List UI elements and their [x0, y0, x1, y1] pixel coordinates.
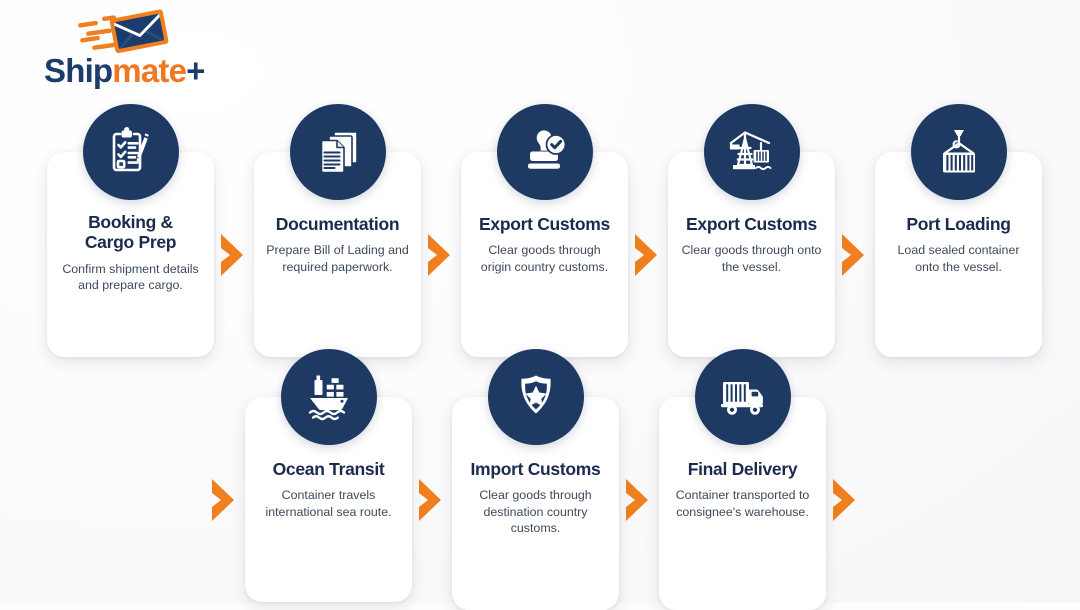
step-description: Clear goods through origin country custo…	[480, 243, 609, 274]
step-title: Import Customs	[470, 459, 601, 479]
flow-arrow	[835, 152, 875, 357]
step-card-final-delivery[interactable]: Final Delivery Container transported to …	[659, 349, 826, 610]
flow-arrow	[619, 397, 659, 602]
process-row-1: Booking &Cargo Prep Confirm shipment det…	[47, 104, 1042, 357]
step-description: Prepare Bill of Lading and required pape…	[266, 243, 409, 274]
delivery-truck-icon	[694, 349, 791, 445]
brand-name-part2: mate	[112, 52, 187, 89]
step-card-export-customs-crane[interactable]: Export Customs Clear goods through onto …	[668, 104, 835, 357]
step-title: Export Customs	[479, 214, 610, 234]
step-card-import-customs[interactable]: Import Customs Clear goods through desti…	[452, 349, 619, 610]
step-description: Clear goods through onto the vessel.	[681, 243, 822, 274]
flow-arrow	[214, 152, 254, 357]
process-row-2: Ocean Transit Container travels internat…	[205, 349, 866, 610]
step-description: Confirm shipment details and prepare car…	[62, 261, 199, 293]
port-crane-icon	[703, 104, 800, 200]
step-card-documentation[interactable]: Documentation Prepare Bill of Lading and…	[254, 104, 421, 357]
clipboard-checklist-icon	[82, 104, 179, 200]
flow-arrow	[205, 397, 245, 602]
step-title: Export Customs	[686, 214, 817, 234]
step-title: Ocean Transit	[272, 459, 385, 479]
step-title: Booking &Cargo Prep	[84, 212, 177, 253]
step-title: Documentation	[275, 214, 400, 234]
flow-arrow	[421, 152, 461, 357]
step-card-port-loading[interactable]: Port Loading Load sealed container onto …	[875, 104, 1042, 357]
step-description: Container transported to consignee's war…	[675, 488, 810, 519]
cargo-ship-icon	[280, 349, 377, 445]
step-description: Container travels international sea rout…	[265, 488, 392, 519]
flow-arrow	[628, 152, 668, 357]
step-card-booking-cargo-prep[interactable]: Booking &Cargo Prep Confirm shipment det…	[47, 104, 214, 357]
brand-name-part1: Ship	[44, 52, 113, 89]
step-card-export-customs-stamp[interactable]: Export Customs Clear goods through origi…	[461, 104, 628, 357]
brand-name-part3: +	[186, 52, 205, 89]
container-hook-icon	[910, 104, 1007, 200]
shield-star-badge-icon	[487, 349, 584, 445]
flow-arrow	[826, 397, 866, 602]
flow-arrow	[412, 397, 452, 602]
flying-envelope-icon	[76, 6, 172, 58]
step-card-ocean-transit[interactable]: Ocean Transit Container travels internat…	[245, 349, 412, 602]
brand-wordmark: Shipmate+	[44, 52, 274, 90]
step-title: Final Delivery	[687, 459, 798, 479]
step-description: Clear goods through destination country …	[479, 488, 592, 536]
brand-logo: Shipmate+	[44, 6, 274, 98]
documents-stack-icon	[289, 104, 386, 200]
step-description: Load sealed container onto the vessel.	[897, 243, 1020, 274]
step-title: Port Loading	[906, 214, 1011, 234]
stamp-approved-icon	[496, 104, 593, 200]
